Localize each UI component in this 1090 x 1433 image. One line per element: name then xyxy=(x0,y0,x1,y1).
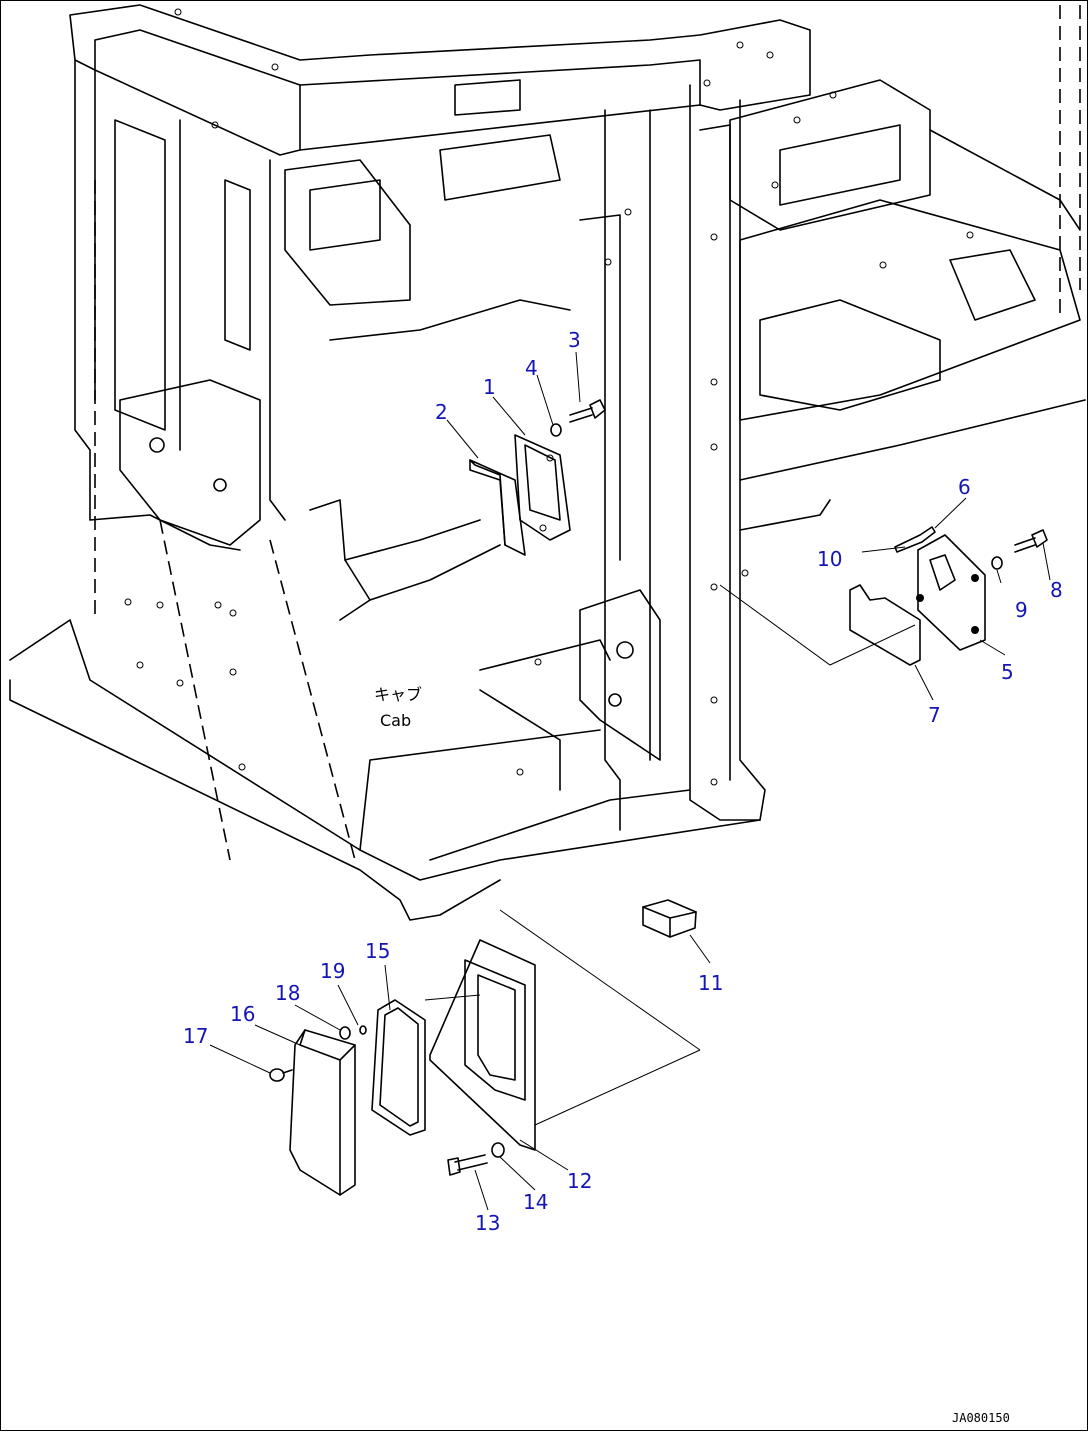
callout-2: 2 xyxy=(435,400,448,424)
callout-leaders xyxy=(209,351,1051,1211)
cab-label-english: Cab xyxy=(380,711,411,730)
callout-5: 5 xyxy=(1001,660,1014,684)
cab-label-japanese: キャブ xyxy=(374,685,422,704)
part-8-bolt xyxy=(1014,529,1048,553)
part-12-panel xyxy=(429,939,536,1151)
callout-7: 7 xyxy=(928,703,941,727)
drawing-code: JA080150 xyxy=(952,1411,1010,1425)
part-15-gasket xyxy=(371,999,426,1136)
part-11-block xyxy=(642,899,697,938)
part-1-cover xyxy=(514,434,571,541)
callout-14: 14 xyxy=(523,1190,548,1214)
callout-3: 3 xyxy=(568,328,581,352)
callout-6: 6 xyxy=(958,475,971,499)
part-13-bolt xyxy=(447,1154,488,1176)
part-7-bracket xyxy=(849,584,921,666)
callout-18: 18 xyxy=(275,981,300,1005)
part-3-bolt xyxy=(569,399,606,423)
part-19-washer xyxy=(359,1025,367,1035)
part-6-fastener xyxy=(894,526,936,553)
callout-10: 10 xyxy=(817,547,842,571)
callout-12: 12 xyxy=(567,1169,592,1193)
cab-frame-illustration xyxy=(9,4,1086,1126)
part-18-nut xyxy=(339,1026,351,1040)
part-5-plate xyxy=(916,534,986,651)
part-9-washer xyxy=(991,556,1003,570)
callout-16: 16 xyxy=(230,1002,255,1026)
callout-11: 11 xyxy=(698,971,723,995)
callout-15: 15 xyxy=(365,939,390,963)
part-16-lamp-cover xyxy=(289,1029,356,1196)
callout-4: 4 xyxy=(525,356,538,380)
part-14-washer xyxy=(491,1142,505,1158)
callout-17: 17 xyxy=(183,1024,208,1048)
callout-1: 1 xyxy=(483,375,496,399)
callout-19: 19 xyxy=(320,959,345,983)
part-17-screw xyxy=(269,1068,293,1082)
part-4-washer xyxy=(550,423,562,437)
callout-13: 13 xyxy=(475,1211,500,1235)
part-2-gasket xyxy=(469,459,526,556)
callout-8: 8 xyxy=(1050,578,1063,602)
callout-9: 9 xyxy=(1015,598,1028,622)
callout-labels: 1 2 3 4 5 6 7 8 9 10 11 12 13 14 15 16 1… xyxy=(183,328,1063,1235)
